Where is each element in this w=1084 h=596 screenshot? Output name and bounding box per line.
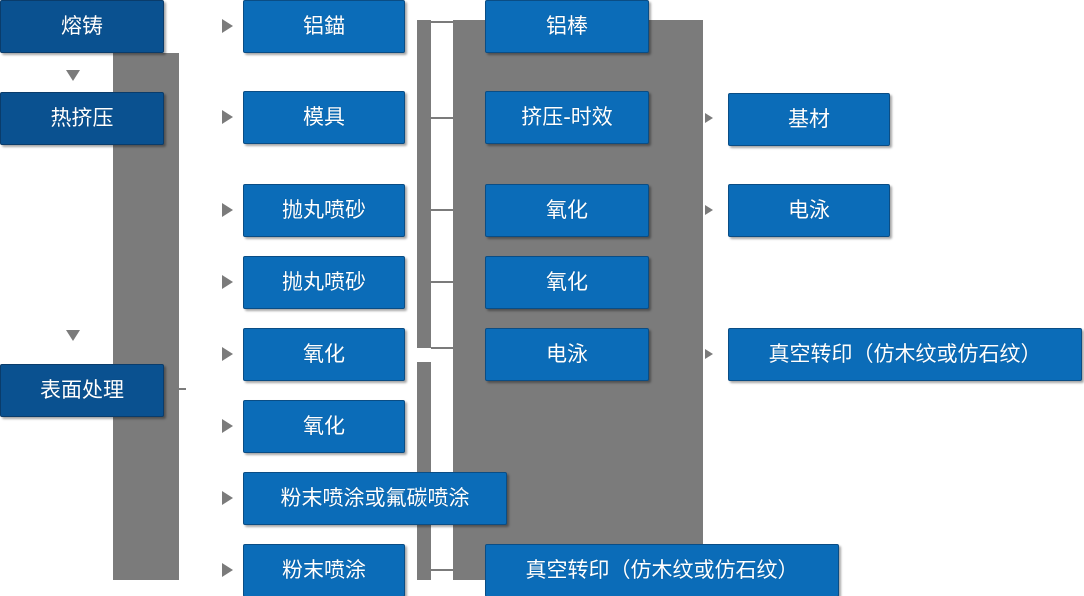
- stage-box-melting[interactable]: 熔铸: [0, 0, 164, 53]
- stage-label-extrude: 热挤压: [50, 105, 114, 130]
- input-box-shotblast-2[interactable]: 抛丸喷砂: [243, 256, 405, 309]
- arrow-to-output-substrate: [705, 113, 713, 123]
- connector-tick-6: [431, 569, 453, 571]
- stage-box-extrude[interactable]: 热挤压: [0, 92, 164, 145]
- input-box-oxidation-2[interactable]: 氧化: [243, 400, 405, 453]
- process-label-oxidation-2: 氧化: [546, 269, 588, 294]
- process-label-oxidation-1: 氧化: [546, 197, 588, 222]
- input-label-ingot: 铝錨: [303, 13, 345, 38]
- output-box-electrophoresis[interactable]: 电泳: [728, 184, 890, 237]
- input-label-shotblast-2: 抛丸喷砂: [282, 269, 366, 294]
- connector-tick-1: [431, 21, 453, 23]
- process-box-electrophoresis[interactable]: 电泳: [485, 328, 649, 381]
- input-box-ingot[interactable]: 铝錨: [243, 0, 405, 53]
- input-box-powder[interactable]: 粉末喷涂: [243, 544, 405, 596]
- arrow-down-melting-to-extrude: [66, 70, 80, 81]
- process-box-vacuum-transfer[interactable]: 真空转印（仿木纹或仿石纹）: [485, 544, 839, 596]
- connector-surface-elbow: [164, 359, 179, 389]
- connector-rail-thin-lower: [417, 362, 431, 580]
- input-box-shotblast-1[interactable]: 抛丸喷砂: [243, 184, 405, 237]
- input-box-oxidation-1[interactable]: 氧化: [243, 328, 405, 381]
- output-box-vacuum-transfer[interactable]: 真空转印（仿木纹或仿石纹）: [728, 328, 1082, 381]
- process-box-extrude-aging[interactable]: 挤压-时效: [485, 91, 649, 144]
- arrow-to-input-oxidation-2: [222, 419, 233, 433]
- connector-rail-thin: [417, 20, 431, 348]
- arrow-to-input-powder-fluoro: [222, 491, 233, 505]
- input-box-mold[interactable]: 模具: [243, 91, 405, 144]
- input-label-mold: 模具: [303, 104, 345, 129]
- stage-label-surface: 表面处理: [40, 377, 124, 402]
- arrow-to-output-electro: [705, 205, 713, 215]
- stage-label-melting: 熔铸: [61, 13, 103, 38]
- arrow-to-output-vacuum: [705, 349, 713, 359]
- connector-surface-stub: [164, 388, 186, 390]
- arrow-to-input-powder: [222, 563, 233, 577]
- arrow-down-extrude-to-surface: [66, 330, 80, 341]
- output-box-substrate[interactable]: 基材: [728, 93, 890, 146]
- arrow-to-input-shotblast-2: [222, 275, 233, 289]
- input-label-shotblast-1: 抛丸喷砂: [282, 197, 366, 222]
- process-label-electrophoresis: 电泳: [546, 341, 588, 366]
- output-label-vacuum-transfer: 真空转印（仿木纹或仿石纹）: [768, 341, 1042, 366]
- input-label-powder-fluoro: 粉末喷涂或氟碳喷涂: [280, 485, 470, 510]
- process-box-oxidation-1[interactable]: 氧化: [485, 184, 649, 237]
- output-label-electrophoresis: 电泳: [788, 197, 830, 222]
- arrow-to-input-mold: [222, 110, 233, 124]
- process-box-oxidation-2[interactable]: 氧化: [485, 256, 649, 309]
- connector-tick-4: [431, 281, 453, 283]
- arrow-to-input-shotblast-1: [222, 203, 233, 217]
- process-label-vacuum-transfer: 真空转印（仿木纹或仿石纹）: [525, 557, 799, 582]
- output-label-substrate: 基材: [788, 106, 830, 131]
- process-label-bar: 铝棒: [546, 13, 588, 38]
- input-label-oxidation-1: 氧化: [303, 341, 345, 366]
- input-box-powder-fluoro[interactable]: 粉末喷涂或氟碳喷涂: [243, 472, 507, 525]
- process-label-extrude-aging: 挤压-时效: [521, 104, 613, 129]
- input-label-powder: 粉末喷涂: [282, 557, 366, 582]
- connector-tick-5: [431, 347, 453, 349]
- input-label-oxidation-2: 氧化: [303, 413, 345, 438]
- connector-tick-3: [431, 209, 453, 211]
- connector-tick-2: [431, 117, 453, 119]
- arrow-to-input-ingot: [222, 19, 233, 33]
- stage-box-surface[interactable]: 表面处理: [0, 364, 164, 417]
- connector-trunk-left-cap: [113, 53, 179, 67]
- arrow-to-input-oxidation-1: [222, 347, 233, 361]
- process-box-bar[interactable]: 铝棒: [485, 0, 649, 53]
